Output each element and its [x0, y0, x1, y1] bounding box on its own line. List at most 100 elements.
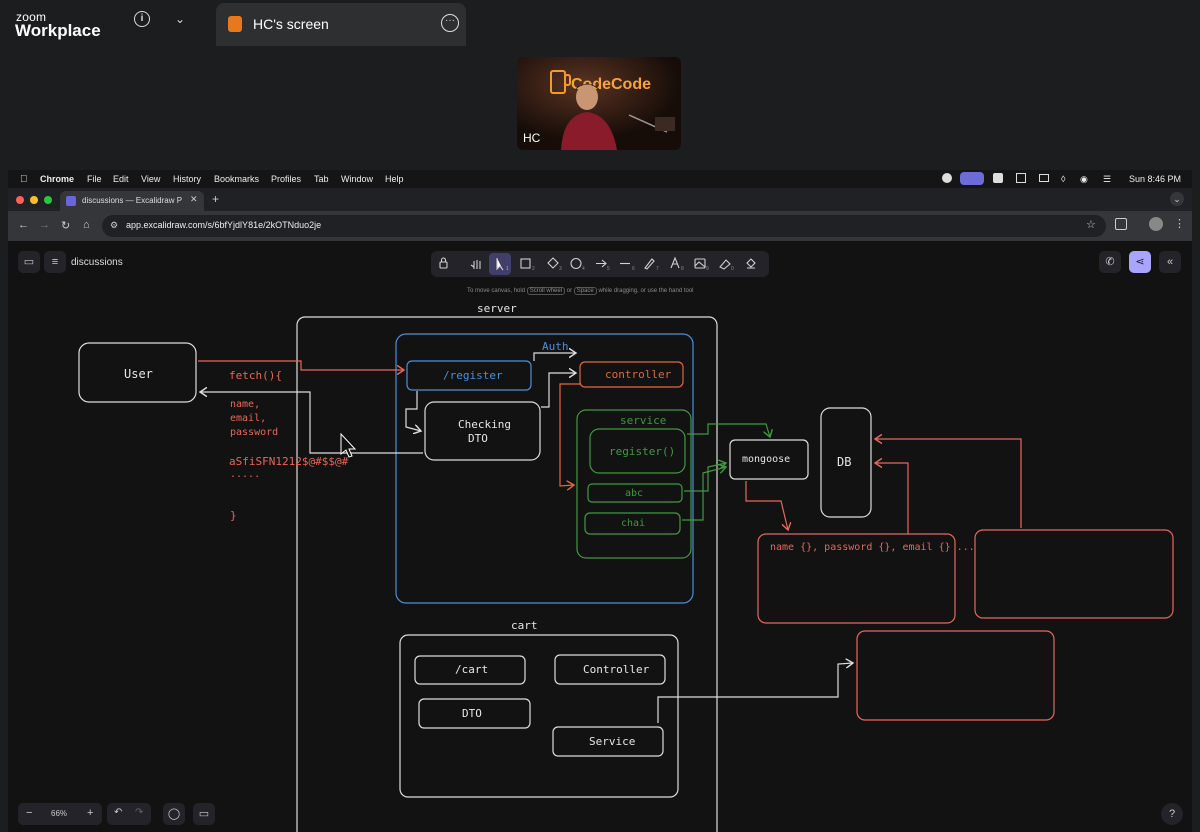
chevron-down-icon[interactable]: ⌄ [175, 12, 186, 26]
participant-video[interactable]: CodeCode HC [517, 57, 681, 150]
ellipse-shortcut: 4 [582, 266, 585, 272]
file-name: discussions [71, 257, 123, 268]
email-field-label: email, [230, 413, 267, 424]
register-fn-label: register() [609, 445, 676, 458]
maximize-window-button[interactable] [44, 196, 52, 204]
extensions-icon[interactable] [1115, 218, 1127, 230]
menubar-app-icon[interactable] [993, 173, 1003, 183]
toolbar-icons [439, 253, 756, 275]
site-info-icon[interactable]: ⚙ [110, 220, 119, 230]
menu-profiles[interactable]: Profiles [271, 174, 302, 184]
undo-icon[interactable]: ↶ [114, 807, 123, 818]
dots-label: ..... [230, 469, 261, 480]
main-menu-icon[interactable]: ≡ [44, 251, 66, 273]
chrome-menu-icon[interactable]: ⋮ [1174, 218, 1185, 230]
browser-tab[interactable]: discussions — Excalidraw Plu ✕ [60, 191, 204, 211]
apple-icon[interactable]:  [20, 174, 28, 185]
close-brace-label: } [230, 509, 237, 522]
close-tab-icon[interactable]: ✕ [190, 194, 198, 204]
bookmark-star-icon[interactable]: ☆ [1086, 219, 1096, 231]
zoom-out-icon[interactable]: − [26, 807, 33, 819]
auth-label: Auth [542, 340, 569, 353]
more-options-icon[interactable]: ··· [441, 14, 459, 32]
chrome-tab-strip: discussions — Excalidraw Plu ✕ + ⌄ [8, 188, 1192, 211]
dto-label: DTO [468, 432, 488, 445]
cart-controller-label: Controller [583, 663, 650, 676]
user-label: User [124, 367, 153, 381]
abc-box [587, 483, 683, 503]
hash-label: aSfiSFN1212$@#$$@# [229, 455, 349, 468]
zoom-level[interactable]: 66% [51, 809, 68, 818]
schema-box [757, 533, 956, 624]
menu-history[interactable]: History [173, 174, 202, 184]
controller-to-service-arrow [559, 383, 580, 486]
address-bar[interactable]: ⚙ app.excalidraw.com/s/6bfYjdlY81e/2kOTN… [102, 215, 1106, 237]
cart-label: cart [511, 619, 538, 632]
register-label: /register [443, 369, 503, 382]
profile-avatar[interactable] [1149, 217, 1163, 231]
mongoose-to-schema-arrow [745, 481, 788, 530]
register-to-dto-arrow [405, 391, 421, 431]
zoom-controls: − 66% + [18, 803, 102, 825]
info-icon[interactable]: i [134, 11, 150, 27]
name-field-label: name, [230, 399, 261, 410]
back-icon[interactable]: ← [18, 219, 29, 231]
share-icon[interactable]: ⋖ [1129, 251, 1151, 273]
new-tab-icon[interactable]: + [212, 192, 220, 206]
register-to-mongoose-arrow [687, 423, 770, 437]
cart-dto-label: DTO [462, 707, 482, 720]
diamond-shortcut: 3 [559, 266, 562, 272]
control-center-icon[interactable]: ☰ [1103, 174, 1112, 184]
sidebar-toggle-icon[interactable]: ▭ [18, 251, 40, 273]
zoom-in-icon[interactable]: + [87, 807, 94, 819]
register-fn-box [589, 428, 686, 474]
chai-box [584, 512, 681, 535]
shared-screen:  Chrome File Edit View History Bookmark… [8, 170, 1192, 832]
collapse-sidebar-icon[interactable]: « [1159, 251, 1181, 273]
window-layout-icon[interactable] [1016, 173, 1026, 183]
menu-help[interactable]: Help [385, 174, 404, 184]
menu-bookmarks[interactable]: Bookmarks [214, 174, 260, 184]
zoom-top-bar: zoom Workplace i ⌄ HC's screen ··· [0, 0, 1200, 46]
phone-icon[interactable]: ✆ [1099, 251, 1121, 273]
app-icon [228, 16, 242, 32]
help-icon[interactable]: ? [1161, 803, 1183, 825]
hint-key-space: Space [573, 287, 597, 295]
forward-icon[interactable]: → [39, 219, 50, 231]
checking-label: Checking [458, 418, 511, 431]
display-icon[interactable] [1039, 174, 1049, 182]
wifi-icon[interactable]: ◉ [1080, 174, 1088, 184]
reload-icon[interactable]: ↻ [61, 220, 71, 232]
menu-file[interactable]: File [87, 174, 102, 184]
hint-key-scroll: Scroll wheel [526, 287, 566, 295]
bluetooth-icon[interactable]: ◊ [1061, 174, 1066, 184]
menu-tab[interactable]: Tab [314, 174, 329, 184]
menu-window[interactable]: Window [341, 174, 374, 184]
menubar-clock: Sun 8:46 PM [1129, 174, 1182, 184]
excalidraw-canvas[interactable]: ▭ ≡ discussions [8, 241, 1192, 832]
share-tab-label: HC's screen [253, 16, 329, 32]
schema-label: name {}, password {}, email {} ... [770, 542, 975, 553]
menubar-app-name[interactable]: Chrome [40, 174, 75, 184]
minimize-window-button[interactable] [30, 196, 38, 204]
close-window-button[interactable] [16, 196, 24, 204]
eraser-shortcut: 0 [731, 266, 734, 272]
fetch-label: fetch(){ [229, 369, 282, 382]
zoom-share-status-icon[interactable] [960, 172, 984, 185]
empty-red-box-1 [974, 529, 1174, 619]
cart-service-box [552, 726, 664, 757]
db-label: DB [837, 455, 852, 469]
user-to-register-arrow [198, 360, 404, 370]
zoom-share-tab[interactable]: HC's screen ··· [216, 3, 466, 46]
redo-icon[interactable]: ↷ [135, 807, 144, 818]
presentation-icon[interactable]: ▭ [193, 803, 215, 825]
menu-view[interactable]: View [141, 174, 161, 184]
status-icon[interactable] [942, 173, 952, 183]
cart-service-label: Service [589, 735, 636, 748]
service-label: service [620, 414, 667, 427]
home-icon[interactable]: ⌂ [83, 219, 90, 231]
menu-edit[interactable]: Edit [113, 174, 129, 184]
zoom-workplace-label: Workplace [15, 21, 101, 40]
tab-search-icon[interactable]: ⌄ [1170, 192, 1184, 206]
comment-icon[interactable]: ◯ [163, 803, 185, 825]
